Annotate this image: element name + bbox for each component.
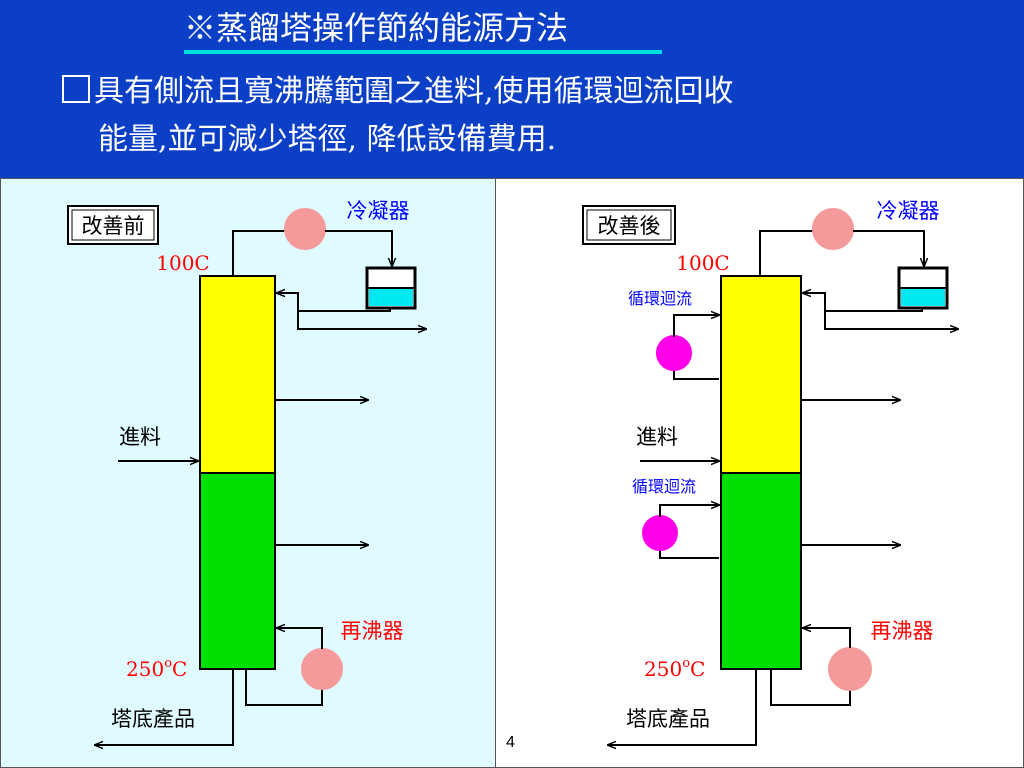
after-pumparound-upper-icon — [656, 335, 692, 371]
before-bottom-temp-degree: o — [164, 656, 172, 671]
after-pumparound-lower-label: 循環迴流 — [632, 477, 696, 496]
after-labels: 改善後 冷凝器 100C 循環迴流 進料 循環迴流 再沸器 250oC 塔底產品 — [598, 199, 940, 731]
before-reboiler-label: 再沸器 — [341, 619, 404, 643]
after-pumparound-upper-return — [673, 315, 719, 337]
before-condenser-outlet — [325, 230, 392, 266]
bullet-line-1: 具有側流且寬沸騰範圍之進料,使用循環迴流回收 — [62, 72, 734, 112]
after-column-bottom-section — [720, 472, 802, 670]
after-reboiler-label: 再沸器 — [871, 619, 934, 643]
bullet-line-2: 能量,並可減少塔徑, 降低設備費用. — [98, 122, 557, 157]
before-top-temp: 100C — [156, 251, 209, 275]
after-column-top-section — [720, 275, 802, 474]
title-underline — [184, 50, 662, 54]
page-number: 4 — [506, 734, 515, 751]
before-reboiler-inlet — [245, 669, 323, 706]
before-labels: 改善前 冷凝器 100C 進料 再沸器 250oC 塔底產品 — [82, 199, 410, 731]
before-column-top-section — [199, 275, 276, 474]
before-label-box — [67, 205, 159, 245]
before-reboiler-icon — [301, 648, 343, 690]
after-bottom-temp: 250oC — [644, 656, 705, 681]
after-condenser-outlet — [853, 230, 924, 266]
after-diagram — [582, 205, 958, 745]
after-drum-liquid — [901, 288, 945, 306]
before-diagram — [67, 205, 426, 745]
bullet-text-1: 具有側流且寬沸騰範圍之進料,使用循環迴流回收 — [94, 74, 734, 109]
before-column-bottom-section — [199, 472, 276, 670]
after-label-inner-box — [586, 209, 672, 241]
before-distillate-line — [297, 311, 426, 329]
header-banner: ※蒸餾塔操作節約能源方法 具有側流且寬沸騰範圍之進料,使用循環迴流回收 能量,並… — [0, 0, 1024, 178]
before-condenser-icon — [284, 208, 326, 250]
bullet-box-icon — [62, 75, 90, 103]
before-drum-liquid — [369, 288, 413, 306]
before-bottom-temp: 250oC — [126, 656, 187, 681]
after-bottom-temp-value: 250 — [644, 657, 682, 681]
before-bottom-temp-unit: C — [172, 657, 187, 681]
after-pumparound-lower-icon — [642, 515, 678, 551]
before-overhead-line — [232, 230, 290, 276]
after-bottoms-label: 塔底產品 — [626, 707, 710, 731]
after-reboiler-return — [803, 628, 851, 648]
before-reboiler-return — [277, 628, 323, 649]
after-bottom-temp-unit: C — [690, 657, 705, 681]
after-feed-label: 進料 — [636, 425, 678, 449]
after-condenser-label: 冷凝器 — [877, 199, 940, 223]
after-pumparound-lower-return — [659, 505, 719, 517]
after-distillate-line — [824, 311, 958, 329]
after-overhead-line — [759, 230, 818, 276]
after-top-temp: 100C — [676, 251, 729, 275]
before-label-inner-box — [71, 209, 155, 241]
after-pumparound-upper-draw — [673, 369, 719, 380]
before-bottoms-label: 塔底產品 — [111, 707, 195, 731]
before-bottoms-line — [95, 669, 234, 745]
after-pumparound-upper-label: 循環迴流 — [628, 289, 692, 308]
after-reboiler-inlet — [770, 669, 851, 706]
after-bottom-temp-degree: o — [682, 656, 690, 671]
after-label: 改善後 — [598, 214, 661, 238]
after-label-box — [582, 205, 676, 245]
after-pumparound-lower-draw — [659, 549, 719, 559]
before-feed-label: 進料 — [119, 425, 161, 449]
before-condenser-label: 冷凝器 — [347, 199, 410, 223]
before-label: 改善前 — [82, 214, 145, 238]
after-reboiler-icon — [828, 647, 872, 691]
after-condenser-icon — [812, 208, 854, 250]
after-bottoms-line — [608, 669, 757, 745]
before-bottom-temp-value: 250 — [126, 657, 164, 681]
slide-title: ※蒸餾塔操作節約能源方法 — [184, 9, 569, 47]
